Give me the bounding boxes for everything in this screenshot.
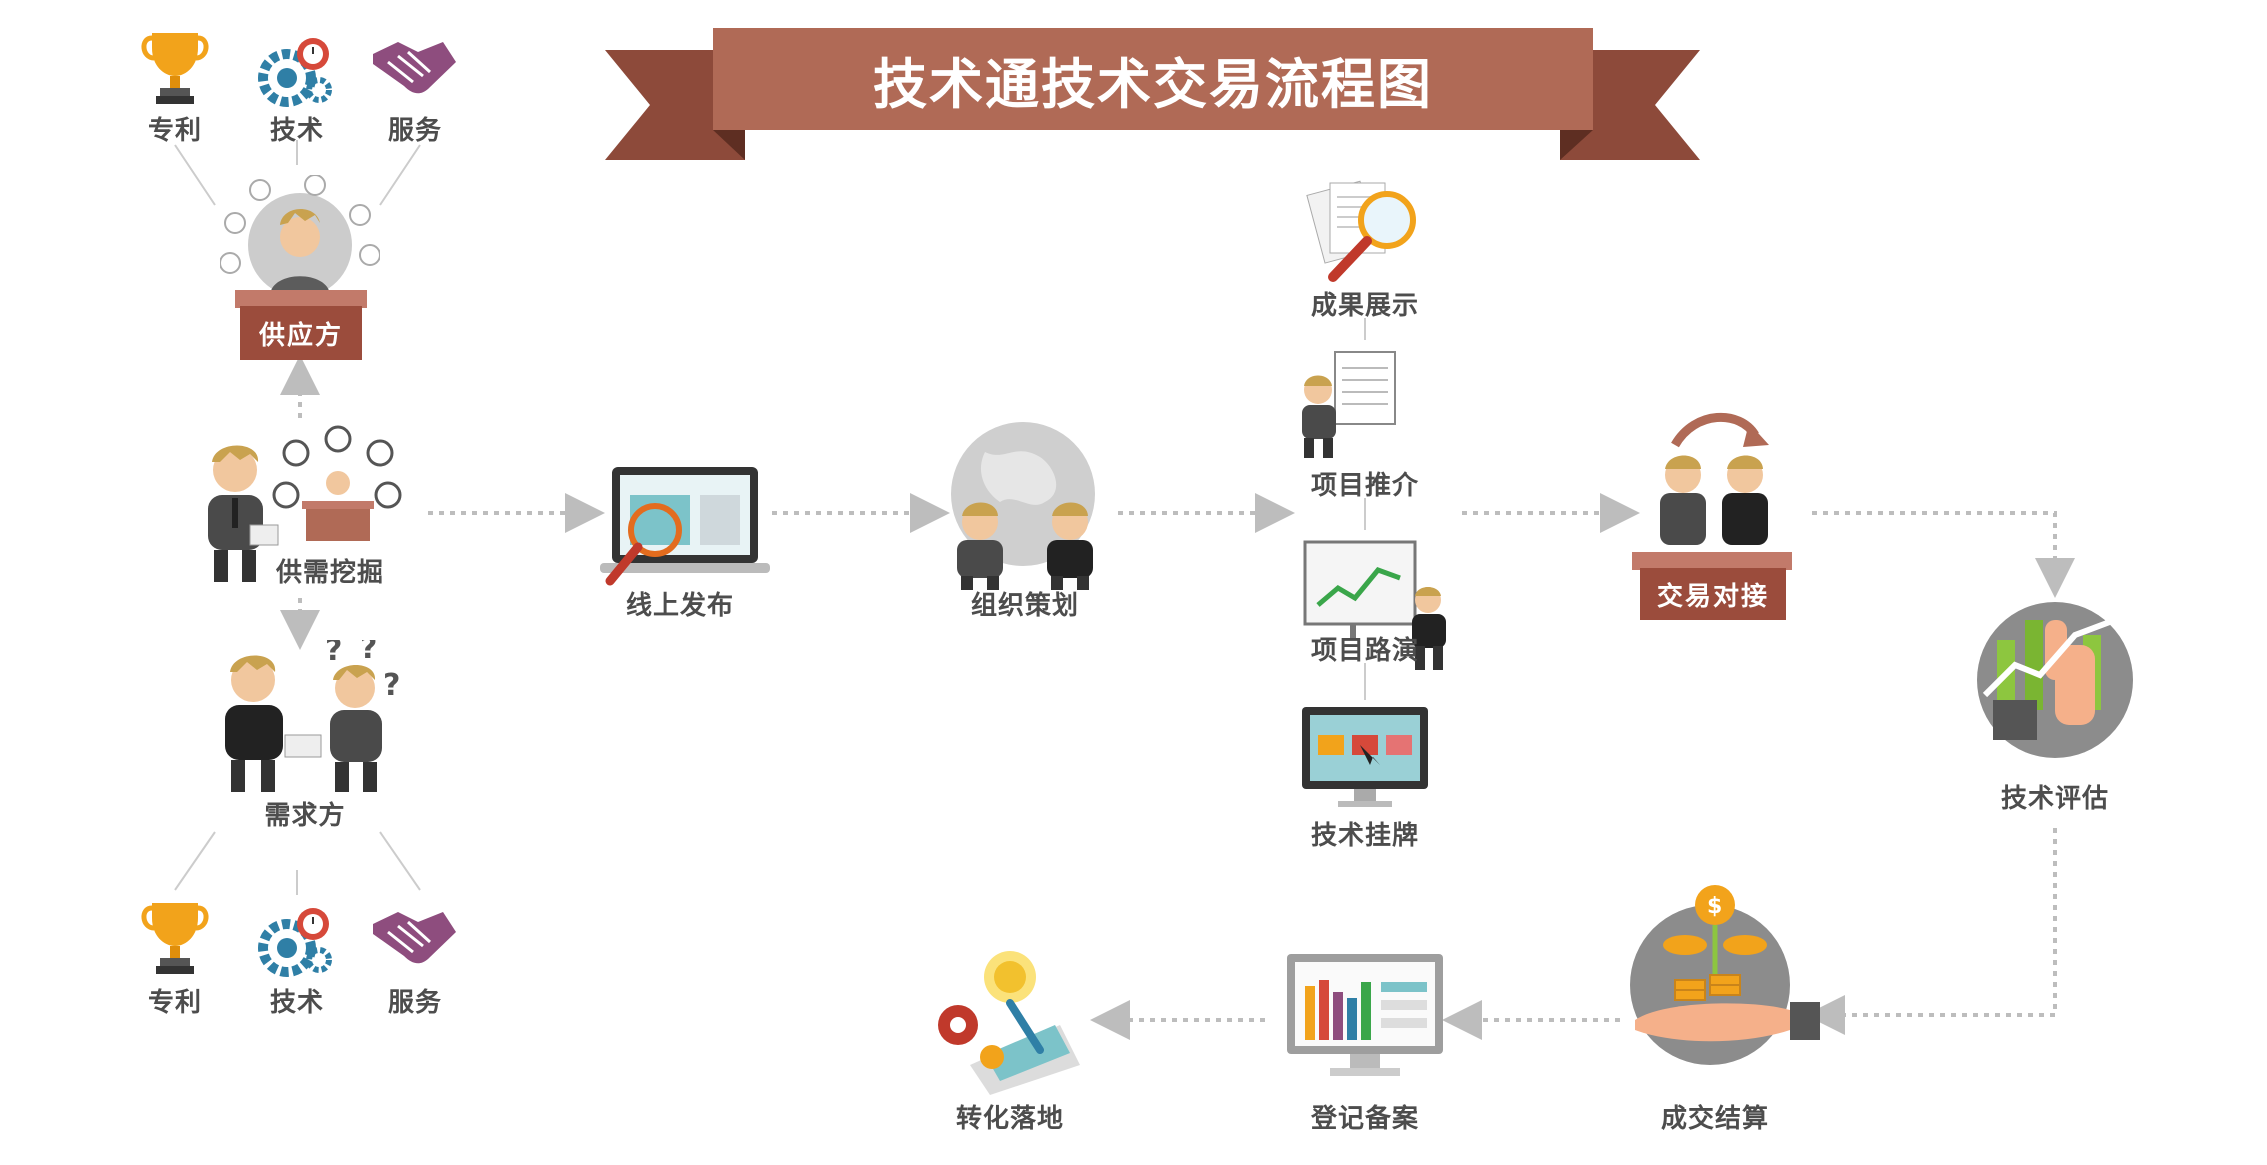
transform-lightbulb-illustration [938,951,1080,1095]
settlement-money-illustration: $ [1630,885,1820,1065]
trophy-icon [141,33,209,104]
svg-text:?: ? [383,668,400,703]
match-plaque: 交易对接 [1640,568,1786,620]
demander-label: 需求方 [264,801,346,831]
match-desk-top [1632,552,1792,570]
gears-icon [258,38,332,107]
svg-text:?: ? [325,640,342,668]
register-chart-monitor-illustration [1287,954,1443,1076]
roadshow-chart-illustration [1303,540,1446,670]
monitor-listing-illustration [1302,707,1428,807]
page-title: 技术通技术交易流程图 [873,52,1433,116]
supplier-illustration [220,175,380,295]
svg-text:?: ? [360,640,377,666]
laptop-search-illustration [600,467,770,586]
top-label-service: 服务 [387,116,443,146]
step-organize-label: 组织策划 [970,591,1080,621]
mining-desk-illustration [272,425,402,541]
demander-illustration: ? ? ? [225,640,400,792]
handshake-icon [373,912,456,964]
documents-magnifier-illustration [1306,180,1416,282]
person-mining [208,445,279,582]
evaluation-thumb-illustration [1977,602,2133,758]
bottom-label-patent: 专利 [147,988,203,1018]
svg-text:$: $ [1707,894,1722,919]
top-label-tech: 技术 [269,116,325,146]
step-settle-label: 成交结算 [1660,1104,1770,1134]
gears-icon [258,908,332,977]
step-transform-label: 转化落地 [955,1104,1065,1134]
handshake-icon [373,42,456,94]
step-recommend-label: 项目推介 [1310,471,1420,501]
globe-people-illustration [951,422,1095,590]
mining-label: 供需挖掘 [275,558,385,588]
trophy-icon [141,903,209,974]
bottom-label-tech: 技术 [269,988,325,1018]
step-roadshow-label: 项目路演 [1310,636,1420,666]
step-online-label: 线上发布 [625,591,735,621]
matching-people-illustration [1660,412,1769,545]
step-evaluate-label: 技术评估 [2000,784,2110,814]
supplier-plaque: 供应方 [240,306,362,360]
supplier-desk-top [235,290,367,308]
presenter-board-illustration [1302,351,1396,458]
bottom-label-service: 服务 [387,988,443,1018]
step-listing-label: 技术挂牌 [1310,821,1420,851]
step-register-label: 登记备案 [1310,1104,1420,1134]
step-results-label: 成果展示 [1310,291,1420,321]
top-label-patent: 专利 [147,116,203,146]
